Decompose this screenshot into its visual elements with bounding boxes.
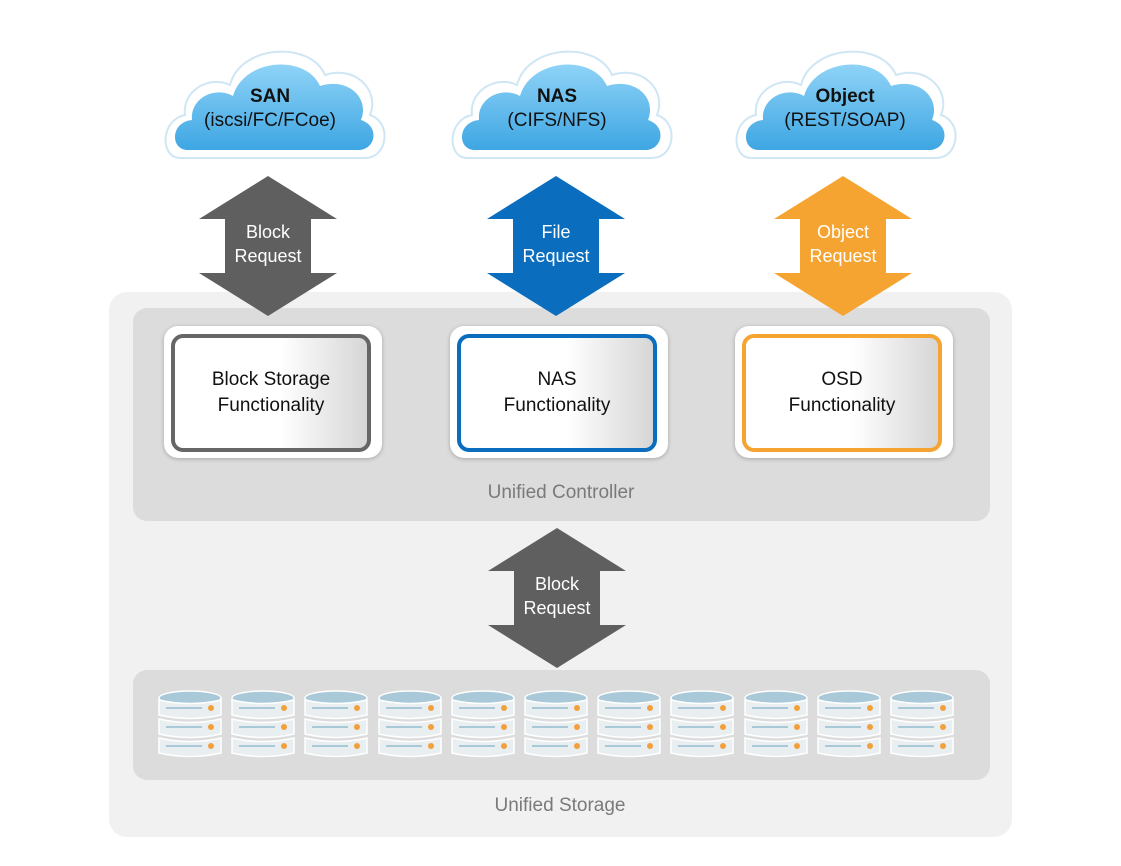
arrow-line2: Request — [522, 246, 590, 266]
object-protocols: (REST/SOAP) — [784, 110, 906, 131]
nas-functionality-box: NAS Functionality — [450, 326, 668, 458]
object-cloud-label: Object (REST/SOAP) — [730, 85, 960, 133]
function-line1: NAS — [537, 369, 577, 390]
object-request-text: Object Request — [774, 220, 912, 268]
disk-stack-icon — [158, 690, 222, 758]
block-request-arrow — [199, 176, 337, 316]
nas-functionality-inner: NAS Functionality — [457, 334, 657, 452]
function-line2: Functionality — [503, 395, 611, 416]
file-request-arrow — [487, 176, 625, 316]
disk-stack-icon — [231, 690, 295, 758]
san-cloud-label: SAN (iscsi/FC/FCoe) — [155, 85, 385, 133]
arrow-line2: Request — [234, 246, 302, 266]
arrow-line2: Request — [523, 598, 591, 618]
disk-stack-icon — [817, 690, 881, 758]
nas-title: NAS — [536, 86, 578, 107]
block-request-text: Block Request — [199, 220, 337, 268]
unified-storage-label: Unified Storage — [494, 795, 626, 816]
disk-stack-icon — [304, 690, 369, 758]
function-line1: OSD — [821, 369, 863, 390]
disk-stack-icon — [743, 690, 808, 758]
arrow-line2: Request — [809, 246, 877, 266]
function-line1: Block Storage — [211, 369, 331, 390]
arrow-line1: Object — [816, 222, 870, 242]
arrow-line1: Block — [534, 574, 579, 594]
object-cloud-icon — [735, 50, 957, 159]
osd-functionality-box: OSD Functionality — [735, 326, 953, 458]
nas-cloud-label: NAS (CIFS/NFS) — [442, 85, 672, 133]
file-request-text: File Request — [487, 220, 625, 268]
function-line2: Functionality — [788, 395, 896, 416]
function-line2: Functionality — [217, 395, 325, 416]
storage-block-request-arrow — [488, 528, 626, 668]
disk-stack-icon — [890, 690, 954, 758]
arrow-line1: File — [541, 222, 571, 242]
disk-stack-icon — [670, 690, 735, 758]
disk-stack-icon — [451, 690, 515, 758]
san-title: SAN — [249, 86, 291, 107]
disk-stack-icon — [597, 690, 661, 758]
object-request-arrow — [774, 176, 912, 316]
unified-controller-label: Unified Controller — [487, 482, 635, 503]
storage-block-request-text: Block Request — [488, 572, 626, 620]
arrow-line1: Block — [245, 222, 290, 242]
osd-functionality-inner: OSD Functionality — [742, 334, 942, 452]
disk-row — [158, 690, 968, 762]
nas-protocols: (CIFS/NFS) — [507, 110, 607, 131]
nas-cloud-icon — [451, 50, 673, 159]
object-title: Object — [815, 86, 875, 107]
disk-stack-icon — [377, 690, 442, 758]
san-protocols: (iscsi/FC/FCoe) — [204, 110, 336, 131]
disk-stack-icon — [524, 690, 588, 758]
san-cloud-icon — [164, 50, 386, 159]
